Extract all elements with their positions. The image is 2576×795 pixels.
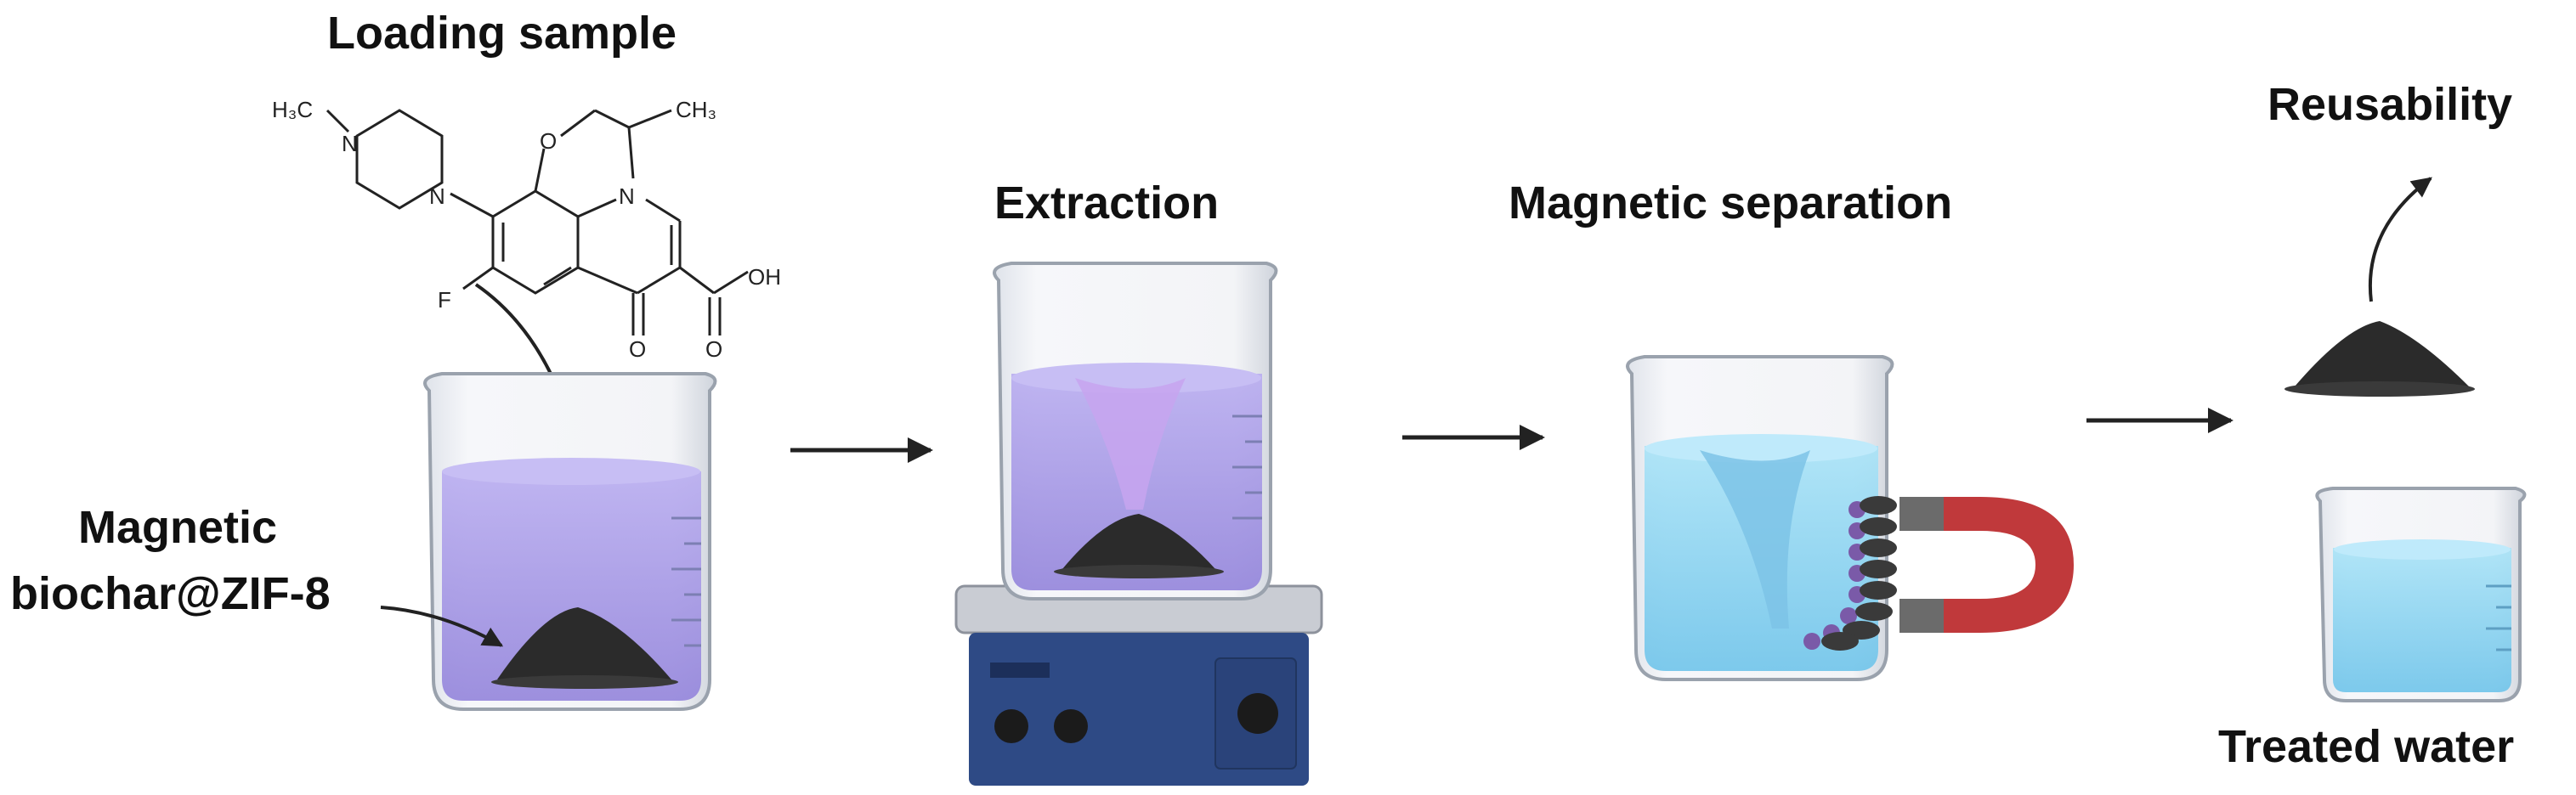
label-magnetic-separation: Magnetic separation: [1509, 178, 1953, 228]
arrow-icon: [380, 606, 504, 647]
mol-n3: N: [619, 183, 635, 209]
horseshoe-magnet-icon: [1899, 497, 2074, 633]
beaker-icon: [993, 262, 1278, 600]
arrow-icon: [2368, 177, 2432, 302]
label-reusability: Reusability: [2267, 79, 2513, 130]
biochar-pile-icon: [2284, 321, 2475, 397]
vortex-icon: [1700, 450, 1810, 629]
mol-ch3: CH₃: [676, 97, 716, 122]
beaker-icon: [1626, 355, 1897, 681]
label-extraction: Extraction: [994, 178, 1220, 228]
biochar-pile-icon: [1062, 514, 1215, 569]
mol-h3c: H₃C: [272, 97, 313, 122]
mol-f: F: [438, 287, 451, 313]
vortex-icon: [1075, 378, 1186, 510]
magnetic-stirrer-icon: [954, 584, 1323, 786]
label-treated-water: Treated water: [2218, 721, 2515, 772]
mol-o-ring: O: [540, 128, 557, 154]
label-biochar-zif8: biochar@ZIF-8: [10, 568, 331, 619]
mol-oh: OH: [748, 264, 781, 290]
mol-o-acid: O: [705, 336, 722, 362]
mol-o-ketone: O: [629, 336, 646, 362]
mol-n2: N: [429, 183, 445, 209]
molecule-structure: [326, 109, 749, 335]
beaker-icon: [2315, 487, 2527, 702]
biochar-pile-icon: [497, 607, 671, 679]
label-loading-sample: Loading sample: [327, 8, 677, 59]
mol-n1: N: [342, 131, 358, 156]
label-magnetic: Magnetic: [78, 502, 278, 553]
beaker-icon: [423, 372, 717, 711]
